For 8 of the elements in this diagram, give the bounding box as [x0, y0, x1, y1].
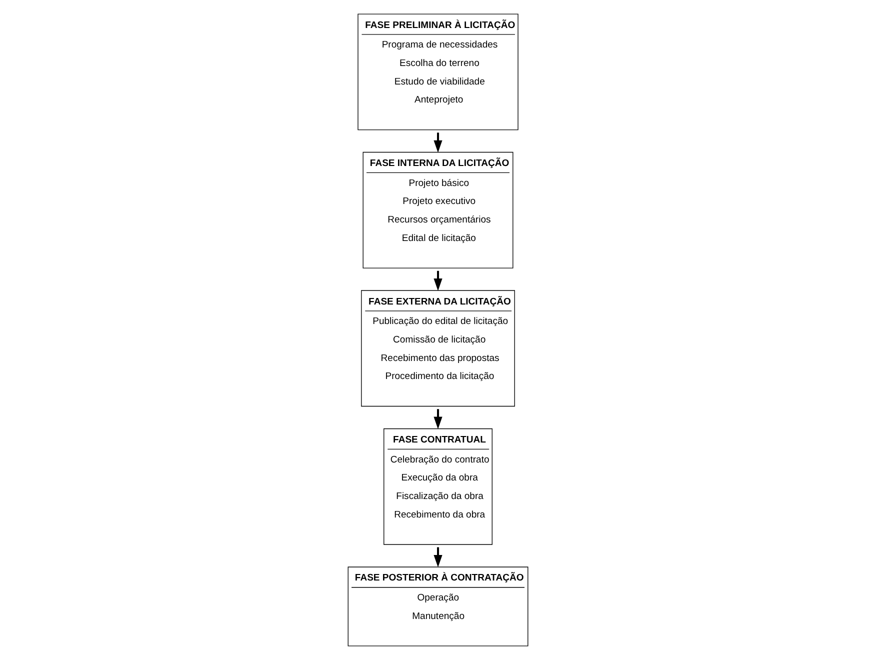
node-box: FASE CONTRATUAL Celebração do contrato Execução da obra Fiscalização da obra Recebimento da obra [384, 428, 492, 545]
node-box: FASE POSTERIOR À CONTRATAÇÃO Operação Manutenção [348, 566, 528, 646]
node-box: FASE INTERNA DA LICITAÇÃO Projeto básico Projeto executivo Recursos orçamentários Edital de licitação [362, 152, 514, 268]
arrow [434, 547, 442, 568]
arrow [434, 132, 442, 153]
node-box: FASE EXTERNA DA LICITAÇÃO Publicação do edital de licitação Comissão de licitação Recebimento das propostas Procedimento da licitação [361, 290, 515, 407]
node-box: FASE PRELIMINAR À LICITAÇÃO Programa de necessidades Escolha do terreno Estudo de viabilidade Anteprojeto [358, 14, 518, 130]
arrow [434, 409, 442, 430]
